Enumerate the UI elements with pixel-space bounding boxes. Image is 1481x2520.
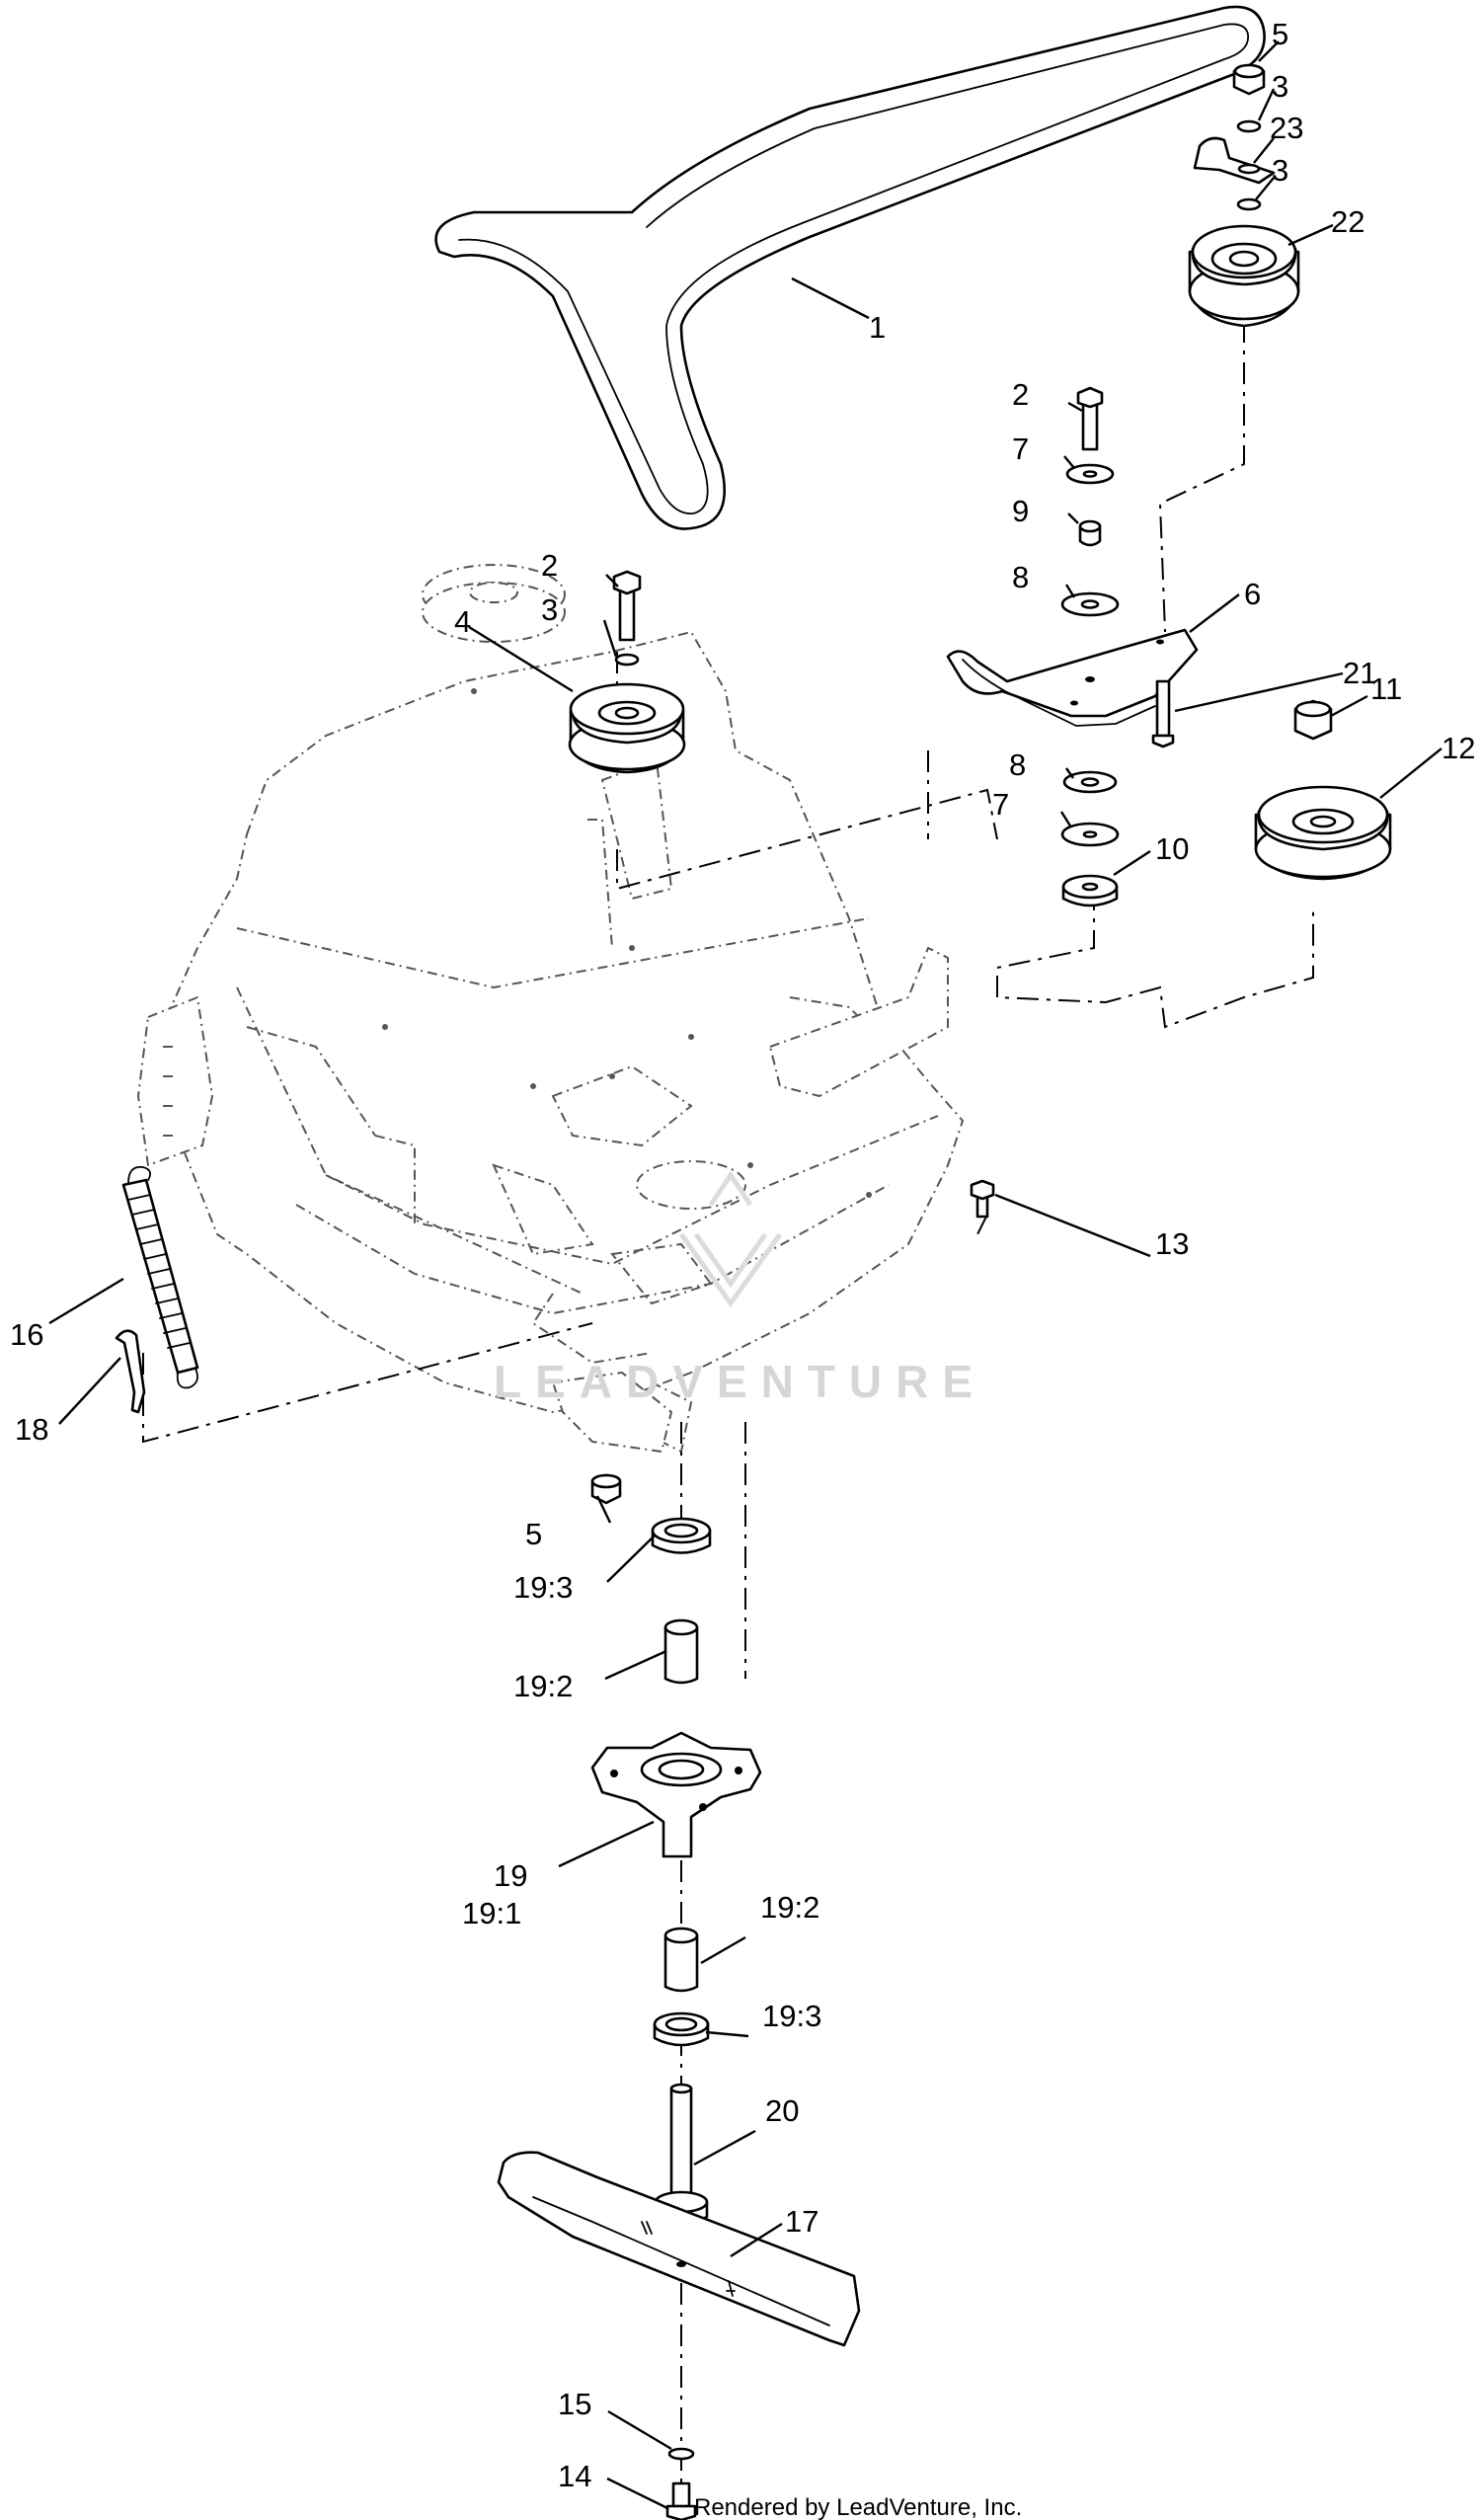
callout-9: 9 <box>1012 494 1029 528</box>
nut-top <box>1232 63 1266 96</box>
callout-23: 23 <box>1270 111 1303 145</box>
idler-arm <box>946 628 1199 727</box>
callout-18: 18 <box>15 1412 48 1447</box>
rendered-by-credit: Rendered by LeadVenture, Inc. <box>694 2494 1022 2520</box>
washer-top-2 <box>1236 197 1262 211</box>
callout-19-1: 19:1 <box>462 1896 521 1930</box>
callout-4: 4 <box>454 604 471 639</box>
callout-7-top: 7 <box>1012 432 1029 466</box>
mower-deck-housing <box>137 564 964 1454</box>
watermark-text: LEADVENTURE <box>494 1356 986 1407</box>
callout-3-mid: 3 <box>1272 153 1288 188</box>
spring-rod <box>115 1329 146 1414</box>
callout-8-bottom: 8 <box>1009 748 1026 782</box>
callout-19: 19 <box>494 1858 527 1893</box>
bearing-lower <box>653 2011 710 2047</box>
idler-spacer-9 <box>1078 519 1102 547</box>
callout-10: 10 <box>1155 831 1189 866</box>
idler-pulley-top <box>1188 224 1300 328</box>
idler-spacer-10 <box>1061 874 1119 907</box>
callout-15: 15 <box>558 2387 591 2421</box>
idler-pulley-12 <box>1254 785 1392 881</box>
drive-belt <box>434 5 1266 530</box>
callout-5-bottom: 5 <box>525 1517 542 1551</box>
callout-14: 14 <box>558 2459 591 2493</box>
idler-arm-bolt <box>1076 386 1104 451</box>
spacer-lower <box>663 1927 699 1993</box>
belt-guide-rod <box>1193 136 1276 185</box>
idler-pivot-bolt <box>1151 679 1175 748</box>
nut-lower <box>590 1473 622 1505</box>
idler-nut-11 <box>1293 699 1333 741</box>
deck-fixed-pulley <box>422 564 566 643</box>
spacer-upper <box>663 1618 699 1685</box>
callout-19-2-bottom: 19:2 <box>760 1890 819 1925</box>
callout-13: 13 <box>1155 1226 1189 1261</box>
callout-1: 1 <box>869 310 886 345</box>
callout-16: 16 <box>10 1317 43 1352</box>
pulley-bolt-left <box>612 570 642 642</box>
deck-bolt-13 <box>970 1179 995 1219</box>
callout-2-left: 2 <box>541 548 558 583</box>
callout-5-top: 5 <box>1272 17 1288 51</box>
blade-washer <box>667 2447 695 2461</box>
callout-21: 21 <box>1343 656 1376 690</box>
leader-lines <box>48 40 1442 2510</box>
callout-12: 12 <box>1442 731 1475 765</box>
callout-2-right: 2 <box>1012 377 1029 412</box>
callout-20: 20 <box>765 2093 799 2128</box>
callout-19-3-top: 19:3 <box>513 1570 573 1605</box>
callout-11: 11 <box>1370 671 1402 706</box>
extension-spring <box>121 1165 199 1389</box>
pulley-washer-left <box>614 653 640 667</box>
callout-8-top: 8 <box>1012 560 1029 594</box>
callout-7-bottom: 7 <box>992 787 1009 822</box>
leadventure-watermark: LEADVENTURE <box>494 1170 986 1407</box>
bearing-upper <box>651 1517 712 1554</box>
callout-19-3-bottom: 19:3 <box>762 1999 821 2033</box>
callout-6: 6 <box>1244 577 1261 611</box>
blade-bolt <box>665 2481 697 2520</box>
drive-pulley-4 <box>568 682 686 774</box>
callout-19-2-top: 19:2 <box>513 1669 573 1703</box>
callout-3-top: 3 <box>1272 69 1288 104</box>
spindle-housing <box>590 1731 762 1858</box>
callout-17: 17 <box>785 2204 818 2239</box>
callout-labels: 1 5 3 23 3 22 2 7 9 8 6 21 8 7 10 11 12 … <box>10 17 1475 2493</box>
callout-22: 22 <box>1331 204 1364 239</box>
callout-3-left: 3 <box>541 592 558 627</box>
washer-top-1 <box>1236 119 1262 133</box>
mower-blade <box>497 2151 861 2347</box>
